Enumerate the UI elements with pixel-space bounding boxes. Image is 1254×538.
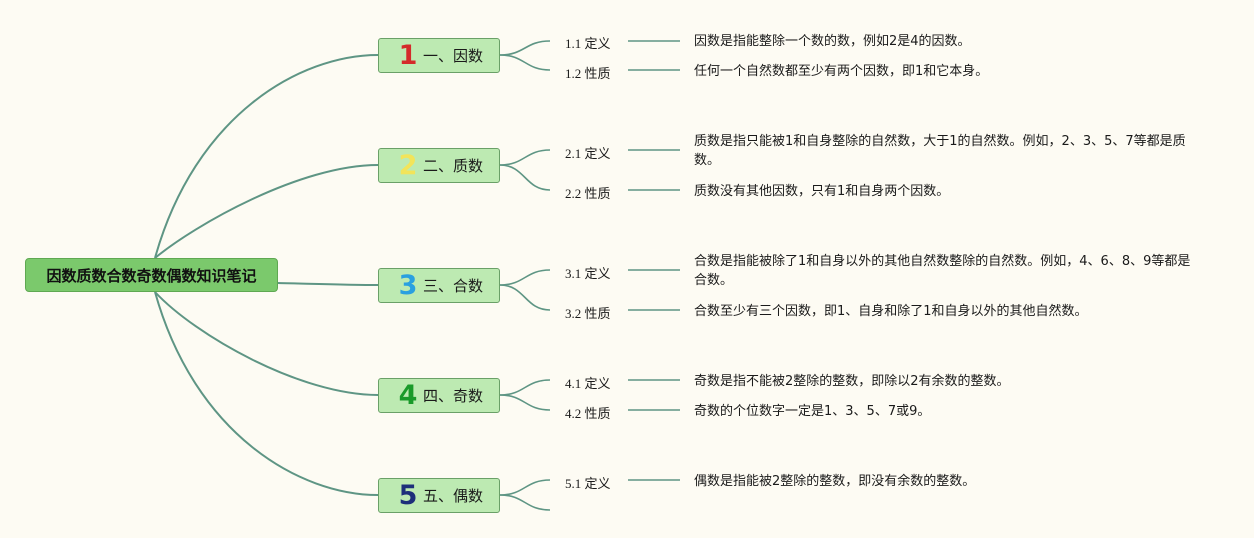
branch-topic-2-sub-1 xyxy=(499,149,551,166)
root-node[interactable]: 因数质数合数奇数偶数知识笔记 xyxy=(25,258,278,292)
topic-2-number-icon: 2 xyxy=(398,150,418,181)
desc-2-2: 质数没有其他因数，只有1和自身两个因数。 xyxy=(694,184,950,199)
branch-root-to-topic-2 xyxy=(154,164,379,259)
desc-2-1: 质数是指只能被1和自身整除的自然数，大于1的自然数。例如，2、3、5、7等都是质… xyxy=(694,134,1186,168)
branch-topic-5-sub-1 xyxy=(499,479,551,496)
topic-5-title: 五、偶数 xyxy=(423,487,484,505)
desc-3-2: 合数至少有三个因数，即1、自身和除了1和自身以外的其他自然数。 xyxy=(694,304,1088,319)
subtopic-1-1[interactable]: 1.1 定义 xyxy=(565,36,611,51)
desc-3-1: 合数是指能被除了1和自身以外的其他自然数整除的自然数。例如，4、6、8、9等都是… xyxy=(694,254,1191,288)
branch-topic-4-sub-2 xyxy=(499,394,551,411)
branch-root-to-topic-3 xyxy=(277,282,379,286)
branch-topic-1-sub-1 xyxy=(499,40,551,56)
topic-node-5[interactable]: 5 五、偶数 xyxy=(378,478,500,513)
desc-4-2: 奇数的个位数字一定是1、3、5、7或9。 xyxy=(694,404,931,419)
subtopic-2-2[interactable]: 2.2 性质 xyxy=(565,186,611,201)
topic-node-3[interactable]: 3 三、合数 xyxy=(378,268,500,303)
topic-1-number-icon: 1 xyxy=(398,40,418,71)
subtopic-4-1[interactable]: 4.1 定义 xyxy=(565,376,611,391)
desc-4-1: 奇数是指不能被2整除的整数，即除以2有余数的整数。 xyxy=(694,374,1010,389)
subtopic-2-1[interactable]: 2.1 定义 xyxy=(565,146,611,161)
topic-3-number-icon: 3 xyxy=(398,270,418,301)
subtopic-4-2[interactable]: 4.2 性质 xyxy=(565,406,611,421)
branch-topic-5-sub-2 xyxy=(499,494,551,511)
topic-3-title: 三、合数 xyxy=(423,277,484,295)
branch-topic-1-sub-2 xyxy=(499,54,551,71)
subtopic-3-2[interactable]: 3.2 性质 xyxy=(565,306,611,321)
branch-root-to-topic-1 xyxy=(154,54,379,259)
topic-5-number-icon: 5 xyxy=(398,480,418,511)
desc-5-1: 偶数是指能被2整除的整数，即没有余数的整数。 xyxy=(694,474,976,489)
branch-topic-3-sub-2 xyxy=(499,284,551,311)
subtopic-5-1[interactable]: 5.1 定义 xyxy=(565,476,611,491)
branch-topic-2-sub-2 xyxy=(499,164,551,191)
root-title: 因数质数合数奇数偶数知识笔记 xyxy=(46,266,257,285)
topic-2-title: 二、质数 xyxy=(423,157,484,175)
desc-1-2: 任何一个自然数都至少有两个因数，即1和它本身。 xyxy=(694,64,989,79)
branch-root-to-topic-4 xyxy=(154,291,379,396)
subtopic-1-2[interactable]: 1.2 性质 xyxy=(565,66,611,81)
desc-1-1: 因数是指能整除一个数的数，例如2是4的因数。 xyxy=(694,34,971,49)
branch-topic-3-sub-1 xyxy=(499,269,551,286)
topic-4-number-icon: 4 xyxy=(398,380,418,411)
topic-node-4[interactable]: 4 四、奇数 xyxy=(378,378,500,413)
topic-1-title: 一、因数 xyxy=(423,47,484,65)
subtopic-3-1[interactable]: 3.1 定义 xyxy=(565,266,611,281)
branch-root-to-topic-5 xyxy=(154,291,379,496)
branch-topic-4-sub-1 xyxy=(499,379,551,396)
topic-node-2[interactable]: 2 二、质数 xyxy=(378,148,500,183)
topic-4-title: 四、奇数 xyxy=(423,387,484,405)
topic-node-1[interactable]: 1 一、因数 xyxy=(378,38,500,73)
